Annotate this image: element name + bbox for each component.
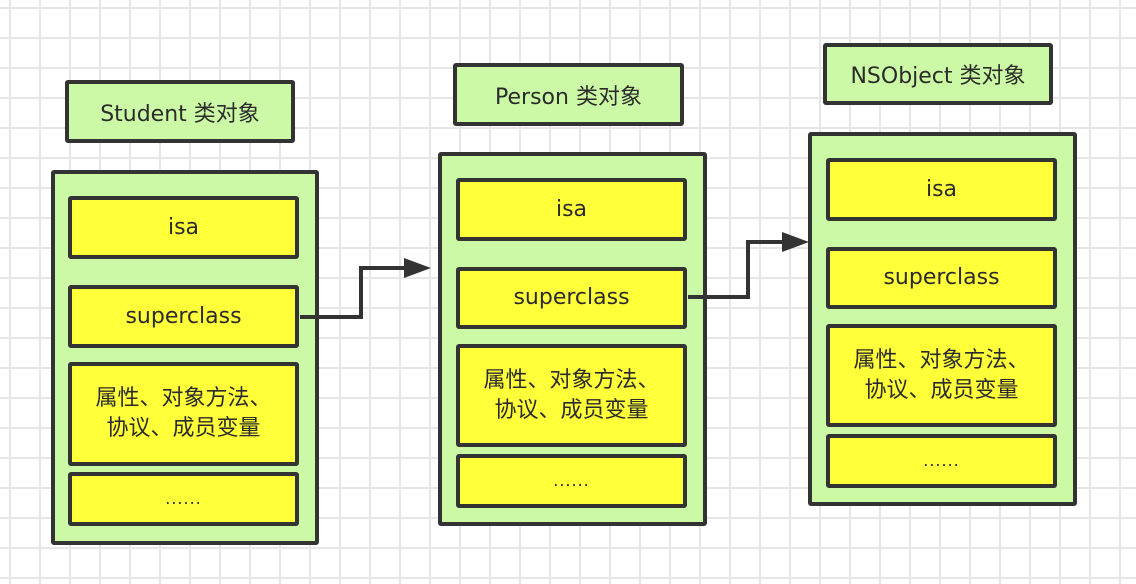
arrow-head-icon xyxy=(404,258,431,278)
superclass-arrow-person-to-nsobject xyxy=(688,232,809,299)
slot-text: isa xyxy=(167,214,200,240)
person-members-slot: 属性、对象方法、协议、成员变量 xyxy=(456,344,687,447)
student-class-title-text: Student 类对象 xyxy=(100,101,260,127)
slot-text: 属性、对象方法、协议、成员变量 xyxy=(483,367,660,423)
slot-text: superclass xyxy=(883,265,1000,291)
person-superclass-slot: superclass xyxy=(456,267,687,329)
arrow-line xyxy=(688,240,786,299)
student-isa-slot: isa xyxy=(68,196,299,259)
nsobject-more-slot: ...... xyxy=(826,434,1057,488)
student-class-title: Student 类对象 xyxy=(65,80,295,143)
slot-text: 属性、对象方法、协议、成员变量 xyxy=(95,386,272,441)
person-more-slot: ...... xyxy=(456,454,687,508)
arrow-line xyxy=(300,266,408,319)
nsobject-members-slot: 属性、对象方法、协议、成员变量 xyxy=(826,324,1057,427)
slot-text: superclass xyxy=(513,285,630,311)
nsobject-superclass-slot: superclass xyxy=(826,247,1057,309)
slot-text: ...... xyxy=(165,489,202,509)
superclass-arrow-student-to-person xyxy=(300,258,431,319)
arrow-head-icon xyxy=(782,232,809,252)
nsobject-isa-slot: isa xyxy=(826,158,1057,221)
nsobject-class-title: NSObject 类对象 xyxy=(823,43,1053,105)
student-more-slot: ...... xyxy=(68,472,299,526)
student-superclass-slot: superclass xyxy=(68,285,299,348)
slot-text: isa xyxy=(925,176,958,202)
slot-text: superclass xyxy=(125,303,242,329)
person-class-title: Person 类对象 xyxy=(453,63,684,126)
student-members-slot: 属性、对象方法、协议、成员变量 xyxy=(68,362,299,466)
person-isa-slot: isa xyxy=(456,178,687,241)
slot-text: ...... xyxy=(923,451,960,471)
person-class-title-text: Person 类对象 xyxy=(495,84,642,110)
slot-text: ...... xyxy=(553,471,590,491)
slot-text: isa xyxy=(555,196,588,222)
nsobject-class-title-text: NSObject 类对象 xyxy=(850,64,1026,89)
slot-text: 属性、对象方法、协议、成员变量 xyxy=(853,347,1030,403)
